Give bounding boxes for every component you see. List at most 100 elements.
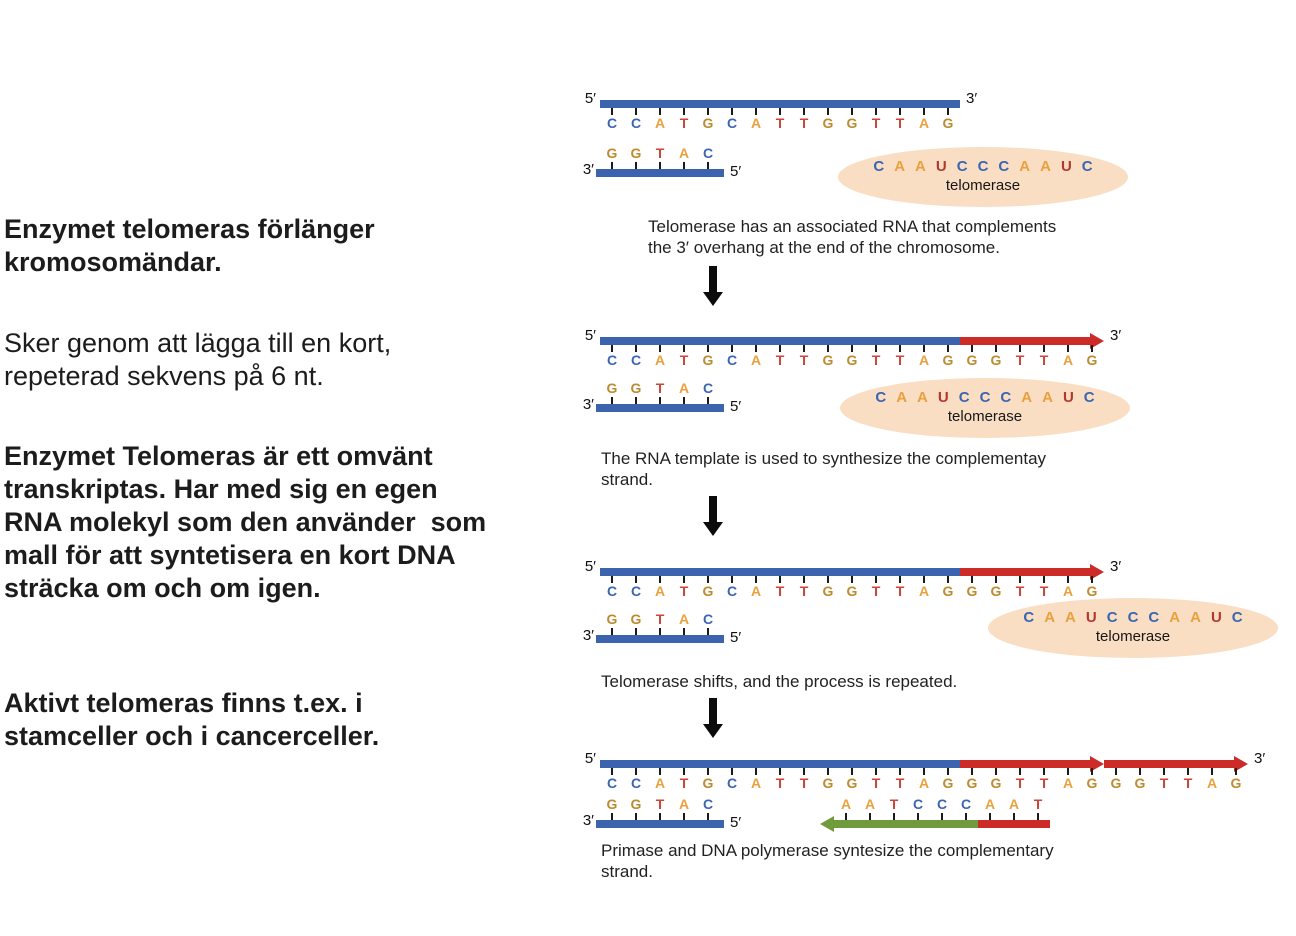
nucleotide-letter: A	[1062, 352, 1074, 368]
base-cell: G	[936, 576, 960, 600]
base-pair-tick	[1091, 345, 1093, 352]
base-pair-tick	[683, 768, 685, 775]
nucleotide-letter: T	[655, 145, 665, 161]
prime-label: 5′	[584, 750, 596, 767]
base-cell: T	[768, 576, 792, 600]
nucleotide-letter: A	[750, 775, 762, 791]
base-pair-tick	[1013, 813, 1015, 820]
base-pair-tick	[1067, 345, 1069, 352]
base-cell: C	[696, 145, 720, 169]
nucleotide-letter: C	[702, 611, 714, 627]
rna-letter: A	[917, 389, 928, 406]
base-pair-tick	[1043, 576, 1045, 583]
rna-letter: C	[956, 158, 968, 175]
base-cell: C	[696, 611, 720, 635]
base-cell: C	[600, 108, 624, 132]
base-cell: G	[696, 345, 720, 369]
base-cell: G	[624, 611, 648, 635]
nucleotide-letter: G	[606, 796, 618, 812]
base-pair-tick	[683, 576, 685, 583]
base-cell: G	[1080, 768, 1104, 792]
prime-label: 5′	[730, 814, 742, 831]
strand-arrowhead-right-icon	[1090, 756, 1104, 772]
nucleotide-letter: A	[918, 775, 930, 791]
base-cell: A	[648, 108, 672, 132]
nucleotide-letter: G	[846, 775, 858, 791]
base-pair-tick	[875, 576, 877, 583]
nucleotide-letter: G	[606, 145, 618, 161]
base-cell: T	[672, 108, 696, 132]
prime-label: 3′	[966, 90, 978, 107]
base-pair-tick	[965, 813, 967, 820]
base-pair-tick	[707, 813, 709, 820]
base-pair-tick	[1187, 768, 1189, 775]
dna-strand-bar	[600, 568, 960, 576]
base-pair-tick	[1019, 576, 1021, 583]
nucleotide-letter: G	[966, 352, 978, 368]
nucleotide-letter: G	[1110, 775, 1122, 791]
base-pair-tick	[827, 345, 829, 352]
base-pair-tick	[659, 576, 661, 583]
base-cell: T	[864, 768, 888, 792]
nucleotide-letter: G	[822, 775, 834, 791]
nucleotide-letter: G	[942, 775, 954, 791]
prime-label: 3′	[582, 161, 594, 178]
base-pair-tick	[899, 345, 901, 352]
base-pair-tick	[875, 345, 877, 352]
prime-label: 5′	[730, 629, 742, 646]
base-cell: A	[648, 576, 672, 600]
nucleotide-letter: T	[1183, 775, 1193, 791]
nucleotide-letter: A	[840, 796, 852, 812]
base-cell: A	[672, 145, 696, 169]
rna-letter: A	[1169, 609, 1181, 626]
strand-arrowhead-right-icon	[1090, 333, 1104, 349]
base-pair-tick	[875, 768, 877, 775]
nucleotide-letter: A	[678, 611, 690, 627]
base-cell: A	[744, 576, 768, 600]
down-arrow-shaft	[709, 496, 717, 522]
nucleotide-letter: A	[1062, 775, 1074, 791]
nucleotide-letter: T	[895, 775, 905, 791]
base-cell: G	[1080, 345, 1104, 369]
nucleotide-letter: G	[702, 775, 714, 791]
base-pair-tick	[995, 768, 997, 775]
rna-letter: A	[1019, 158, 1031, 175]
base-cell: T	[864, 108, 888, 132]
base-pair-tick	[1163, 768, 1165, 775]
nucleotide-letter: T	[1033, 796, 1043, 812]
nucleotide-letter: A	[678, 796, 690, 812]
base-pair-tick	[635, 108, 637, 115]
rna-letter: U	[1085, 609, 1097, 626]
strand-arrowhead-right-icon	[1090, 564, 1104, 580]
base-cell: T	[888, 576, 912, 600]
base-cell: G	[960, 345, 984, 369]
base-cell: A	[912, 345, 936, 369]
rna-letter: C	[1106, 609, 1118, 626]
base-pair-tick	[1019, 768, 1021, 775]
base-cell: G	[960, 768, 984, 792]
rna-letter: C	[958, 389, 970, 406]
nucleotide-letter: G	[702, 115, 714, 131]
base-cell: T	[648, 611, 672, 635]
base-cell: G	[936, 345, 960, 369]
base-cell: A	[1056, 576, 1080, 600]
dna-strand-bar	[596, 404, 724, 412]
nucleotide-letter: T	[871, 352, 881, 368]
base-pair-tick	[611, 576, 613, 583]
base-cell: C	[624, 768, 648, 792]
base-pair-tick	[971, 576, 973, 583]
base-pair-tick	[1139, 768, 1141, 775]
base-cell: G	[960, 576, 984, 600]
base-cell: C	[696, 380, 720, 404]
base-cell: G	[816, 345, 840, 369]
rna-letter: U	[1060, 158, 1072, 175]
base-pair-tick	[923, 768, 925, 775]
base-cell: G	[984, 345, 1008, 369]
base-pair-tick	[1037, 813, 1039, 820]
rna-letter: U	[1062, 389, 1074, 406]
base-pair-tick	[947, 108, 949, 115]
down-arrow-head	[703, 522, 723, 536]
